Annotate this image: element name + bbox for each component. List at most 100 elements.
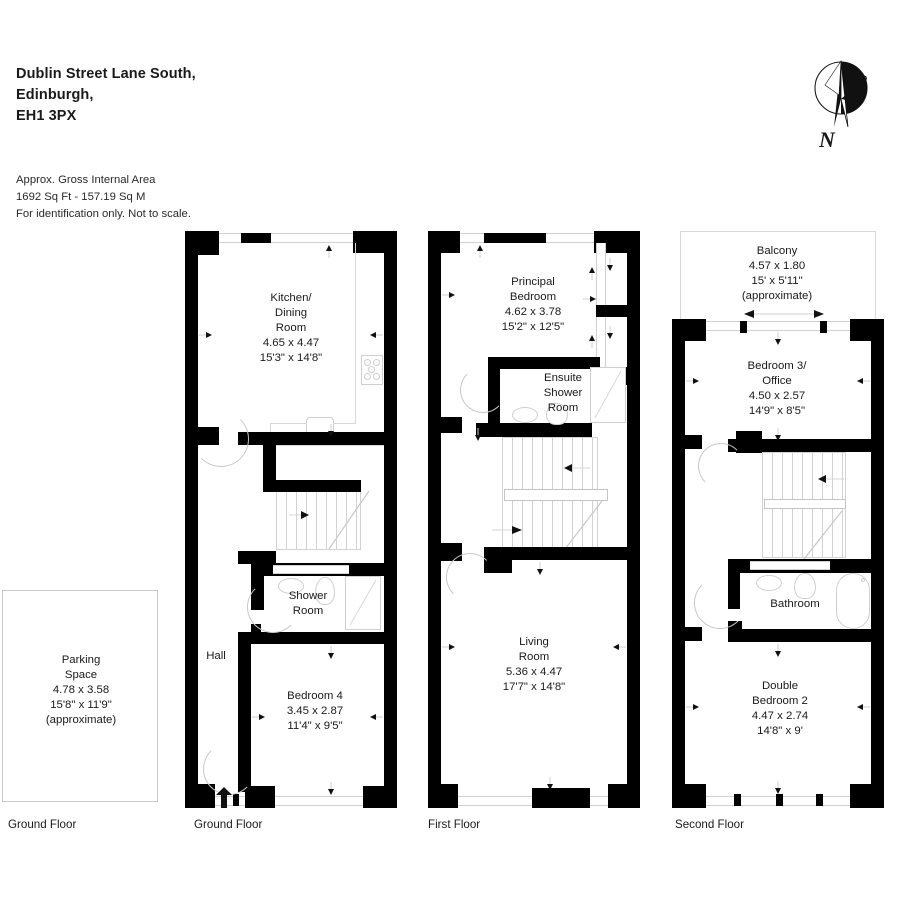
stair-handrail: [764, 499, 846, 509]
wall-living-room-top: [484, 547, 627, 560]
wall-left: [428, 231, 441, 808]
tick-living-bottom: [546, 776, 554, 790]
tick-living-top: [536, 561, 544, 575]
wall-top-left-pier: [672, 319, 706, 341]
wall-hall-partition-upper: [263, 445, 276, 491]
tick-kitchen-bottom: [327, 423, 335, 437]
toilet-icon: [546, 403, 568, 425]
wall-left-nib-2: [672, 627, 702, 641]
bathtub-icon: [836, 573, 870, 629]
window-top: [198, 233, 384, 243]
first-floor-plan: Principal Bedroom 4.62 x 3.78 15'2" x 12…: [428, 231, 640, 808]
floor-caption-first: First Floor: [428, 818, 481, 831]
hob-burner-2: [373, 359, 380, 366]
principal-bedroom-label: Principal Bedroom 4.62 x 3.78 15'2" x 12…: [501, 276, 565, 334]
bathroom-label: Bathroom: [770, 598, 820, 610]
compass-north-icon: N: [805, 55, 883, 160]
stair-diagonal: [325, 489, 373, 551]
wall-bottom-mullion: [532, 788, 590, 808]
kitchen-counter-edge-bottom: [270, 445, 384, 446]
wall-left-nib-3: [428, 543, 462, 561]
tick-bedroom3-top: [774, 331, 782, 345]
area-value: 1692 Sq Ft - 157.19 Sq M: [16, 191, 146, 204]
toilet-icon: [315, 577, 335, 605]
wall-bottom-mullion-a: [233, 794, 239, 806]
wall-bottom-mullion-c: [816, 794, 823, 806]
wall-kitchen-bottom-a: [238, 432, 291, 445]
shower-room-window: [273, 565, 349, 574]
door-swing-bathroom: [694, 577, 746, 629]
tick-bedroom-left: [441, 291, 455, 299]
stair-direction-arrow: [810, 474, 844, 484]
wall-right-lower: [627, 651, 640, 808]
tick-bedroom4-top: [327, 645, 335, 659]
shower-tray-icon: [590, 367, 626, 423]
wall-shower-room-bottom: [251, 632, 384, 644]
balcony-door-glazing: [685, 321, 871, 331]
entrance-arrow-icon: [216, 787, 232, 814]
wall-bedroom3-jamb: [736, 431, 762, 453]
parking-space-label: Parking Space 4.78 x 3.58 15'8" x 11'9" …: [45, 654, 117, 727]
gross-internal-area-note: Approx. Gross Internal Area 1692 Sq Ft -…: [16, 172, 191, 223]
wall-bottom-mullion-b: [776, 794, 783, 806]
tick-living-right: [613, 643, 627, 651]
wall-ensuite-bottom: [476, 423, 592, 437]
wall-stair-foot: [238, 551, 276, 564]
ground-floor-plan: Kitchen/ Dining Room 4.65 x 4.47 15'3" x…: [185, 231, 397, 808]
wall-top-mullion-a: [740, 321, 747, 333]
wall-shower-room-jamb: [251, 624, 261, 644]
wall-bottom-right-pier: [363, 786, 397, 808]
washbasin-icon: [512, 407, 538, 423]
address-line-2: Edinburgh,: [16, 87, 94, 104]
door-swing-bedroom3: [698, 443, 744, 489]
door-swing-shower-room: [247, 581, 299, 633]
wall-top-mullion-b: [820, 321, 827, 333]
wall-bedroom3-bottom: [728, 439, 871, 452]
wall-alcove-divider: [596, 305, 640, 317]
wall-bottom-left-pier: [428, 784, 458, 808]
door-swing-ensuite: [460, 367, 506, 413]
tick-alcove-2-down: [606, 325, 614, 339]
double-bedroom-2-label: Double Bedroom 2 4.47 x 2.74 14'8" x 9': [751, 680, 809, 738]
balcony-label: Balcony 4.57 x 1.80 15' x 5'11" (approxi…: [741, 245, 813, 303]
wall-left-nib-1: [428, 431, 436, 445]
tick-alcove-divider: [582, 295, 596, 303]
wall-bottom-right-pier: [608, 784, 640, 808]
tick-bedroom3-left: [685, 377, 699, 385]
floor-caption-second: Second Floor: [675, 818, 744, 831]
washbasin-icon: [756, 575, 782, 591]
wall-left: [185, 231, 198, 808]
tick-bedroom4-bottom: [327, 781, 335, 795]
address-line-1: Dublin Street Lane South,: [16, 66, 196, 82]
tick-alcove-1-up: [588, 267, 596, 281]
tick-bedroom3-right: [857, 377, 871, 385]
stair-top-riser: [263, 480, 361, 492]
tick-bedroom2-left: [685, 703, 699, 711]
wall-bottom-mullion-a: [734, 794, 741, 806]
wall-top-right-pier: [850, 319, 884, 341]
stair-direction-arrow: [289, 510, 311, 520]
door-swing-kitchen: [193, 411, 249, 467]
wall-left-nib-2: [428, 417, 462, 433]
wall-top-left-pier: [428, 231, 460, 253]
tick-alcove-1-down: [606, 257, 614, 271]
wall-bottom-left-pier: [672, 784, 706, 808]
hob-icon: [361, 355, 383, 385]
wall-left-nib-2: [185, 541, 193, 553]
tick-living-left: [441, 643, 455, 651]
stair-diagonal: [800, 509, 848, 561]
hob-burner-5: [368, 366, 375, 373]
tick-bedroom-top: [476, 245, 484, 259]
tick-bedroom4-left: [251, 713, 265, 721]
shower-tray-icon: [345, 576, 381, 630]
tick-kitchen-top: [325, 245, 333, 259]
tick-bedroom3-bottom: [774, 427, 782, 441]
area-disclaimer: For identification only. Not to scale.: [16, 208, 191, 221]
wall-bottom-left-pier: [185, 784, 215, 808]
tick-alcove-2-up: [588, 335, 596, 349]
tick-kitchen-left: [198, 331, 212, 339]
bedroom-window-alcove-2: [596, 317, 606, 367]
hob-burner-4: [373, 373, 380, 380]
tick-bedroom2-bottom: [774, 780, 782, 794]
wall-right: [384, 231, 397, 808]
